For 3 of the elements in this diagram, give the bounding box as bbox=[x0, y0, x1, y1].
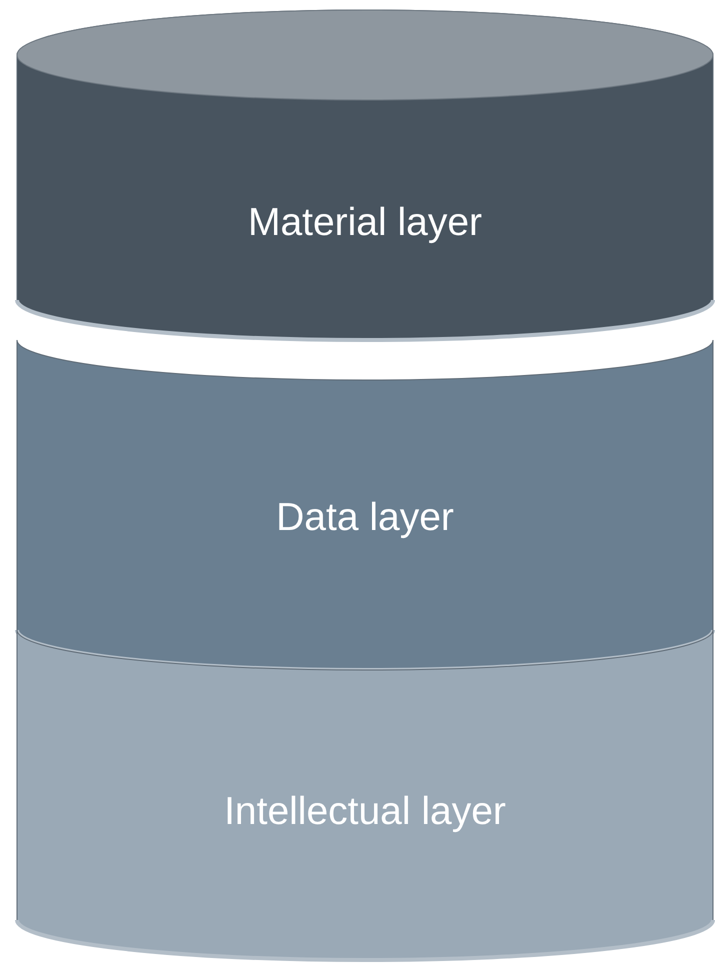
layer-label: Data layer bbox=[275, 495, 455, 541]
layer-label: Material layer bbox=[246, 200, 484, 246]
layer-label: Intellectual layer bbox=[223, 789, 507, 835]
